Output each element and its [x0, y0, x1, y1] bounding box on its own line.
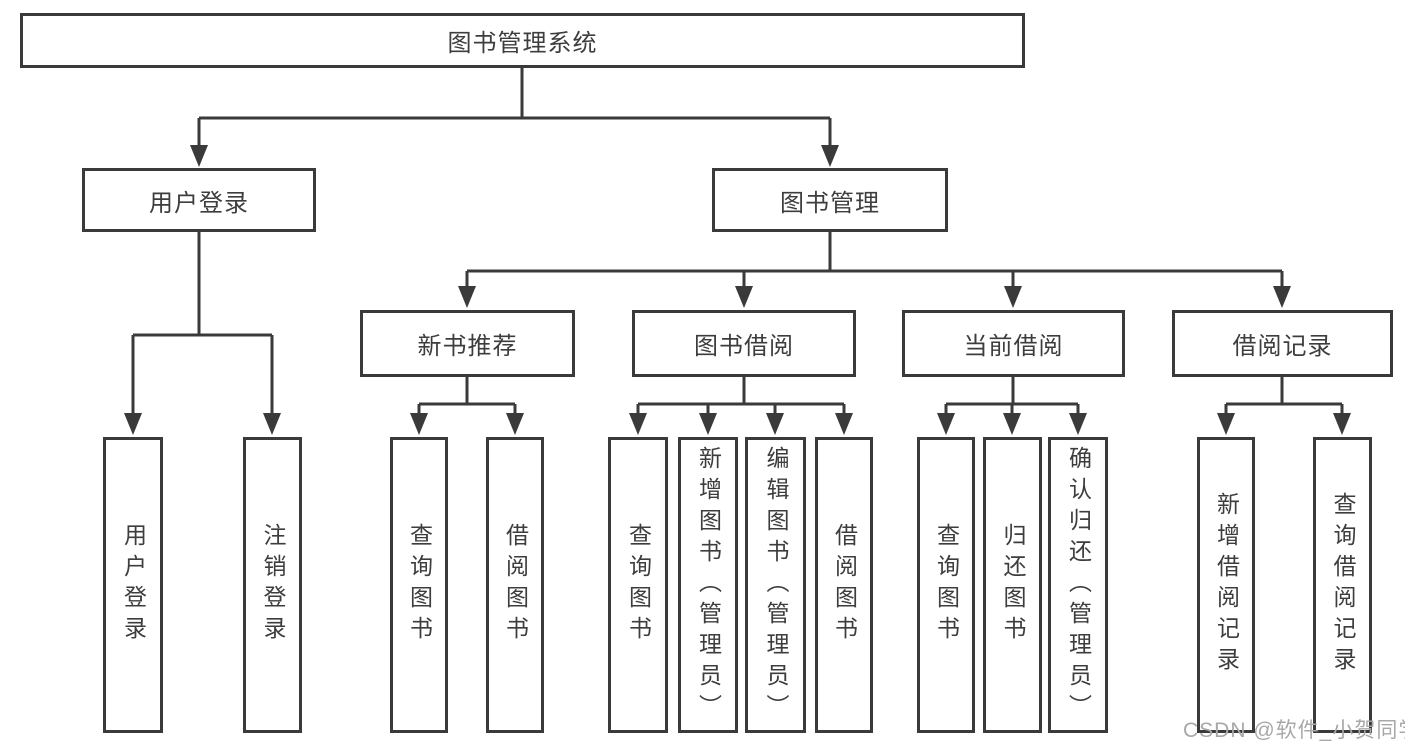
node-borrow-records: 借阅记录 [1172, 310, 1393, 377]
node-user-login: 用户登录 [82, 168, 316, 232]
arrowhead-icon [937, 413, 955, 435]
node-book-mgmt: 图书管理 [712, 168, 948, 232]
connector-root-to-level2 [190, 68, 839, 167]
node-root: 图书管理系统 [20, 13, 1025, 68]
arrowhead-icon [1003, 413, 1021, 435]
leaf-recommend-borrow-book-label: 借阅图书 [502, 523, 529, 647]
arrowhead-icon [263, 413, 281, 435]
leaf-records-add-record-label: 新增借阅记录 [1213, 492, 1240, 678]
node-book-mgmt-label: 图书管理 [780, 189, 880, 217]
node-book-borrow-label: 图书借阅 [694, 333, 794, 360]
node-new-book-recommend: 新书推荐 [360, 310, 575, 377]
leaf-current-confirm-return-admin: 确认归还（管理员） [1048, 437, 1108, 733]
leaf-current-query-book: 查询图书 [917, 437, 975, 733]
leaf-current-query-book-label: 查询图书 [933, 523, 960, 647]
arrowhead-icon [735, 286, 753, 308]
arrowhead-icon [821, 145, 839, 167]
leaf-current-confirm-return-admin-label: 确认归还（管理员） [1065, 445, 1092, 725]
leaf-recommend-borrow-book: 借阅图书 [486, 437, 544, 733]
watermark: CSDN @软件_小贺同学 [1183, 719, 1405, 742]
connector-user-login-group [124, 232, 281, 435]
arrowhead-icon [1333, 413, 1351, 435]
leaf-borrow-add-book-admin-label: 新增图书（管理员） [695, 445, 722, 725]
node-borrow-records-label: 借阅记录 [1232, 333, 1333, 360]
leaf-records-query-record: 查询借阅记录 [1313, 437, 1372, 733]
connector-new-book-recommend-group [410, 377, 524, 435]
leaf-borrow-borrow-book: 借阅图书 [815, 437, 873, 733]
leaf-recommend-query-book: 查询图书 [390, 437, 448, 733]
connector-book-mgmt-to-level3 [458, 232, 1291, 308]
arrowhead-icon [458, 286, 476, 308]
arrowhead-icon [124, 413, 142, 435]
connector-borrow-records-group [1217, 377, 1351, 435]
arrowhead-icon [699, 413, 717, 435]
node-new-book-recommend-label: 新书推荐 [417, 333, 518, 360]
leaf-borrow-edit-book-admin: 编辑图书（管理员） [745, 437, 806, 733]
node-current-borrow-label: 当前借阅 [963, 333, 1064, 360]
arrowhead-icon [1069, 413, 1087, 435]
connector-book-borrow-group [629, 377, 853, 435]
leaf-current-return-book-label: 归还图书 [1000, 523, 1026, 647]
arrowhead-icon [410, 413, 428, 435]
leaf-borrow-borrow-book-label: 借阅图书 [831, 523, 858, 647]
leaf-user-login: 用户登录 [103, 437, 163, 733]
leaf-user-login-label: 用户登录 [120, 523, 147, 647]
leaf-borrow-add-book-admin: 新增图书（管理员） [678, 437, 738, 733]
node-root-label: 图书管理系统 [447, 30, 598, 57]
leaf-records-query-record-label: 查询借阅记录 [1330, 492, 1356, 678]
leaf-borrow-query-book: 查询图书 [608, 437, 668, 733]
leaf-current-return-book: 归还图书 [983, 437, 1042, 733]
leaf-logout: 注销登录 [243, 437, 302, 733]
leaf-logout-label: 注销登录 [260, 523, 286, 647]
arrowhead-icon [1004, 286, 1022, 308]
arrowhead-icon [506, 413, 524, 435]
arrowhead-icon [190, 145, 208, 167]
leaf-borrow-edit-book-admin-label: 编辑图书（管理员） [763, 445, 789, 725]
arrowhead-icon [1273, 286, 1291, 308]
node-current-borrow: 当前借阅 [902, 310, 1125, 377]
arrowhead-icon [835, 413, 853, 435]
leaf-records-add-record: 新增借阅记录 [1197, 437, 1255, 733]
arrowhead-icon [766, 413, 784, 435]
arrowhead-icon [1217, 413, 1235, 435]
node-book-borrow: 图书借阅 [632, 310, 856, 377]
arrowhead-icon [629, 413, 647, 435]
leaf-borrow-query-book-label: 查询图书 [625, 523, 652, 647]
node-user-login-label: 用户登录 [149, 189, 249, 217]
leaf-recommend-query-book-label: 查询图书 [406, 523, 433, 647]
connector-current-borrow-group [937, 377, 1087, 435]
